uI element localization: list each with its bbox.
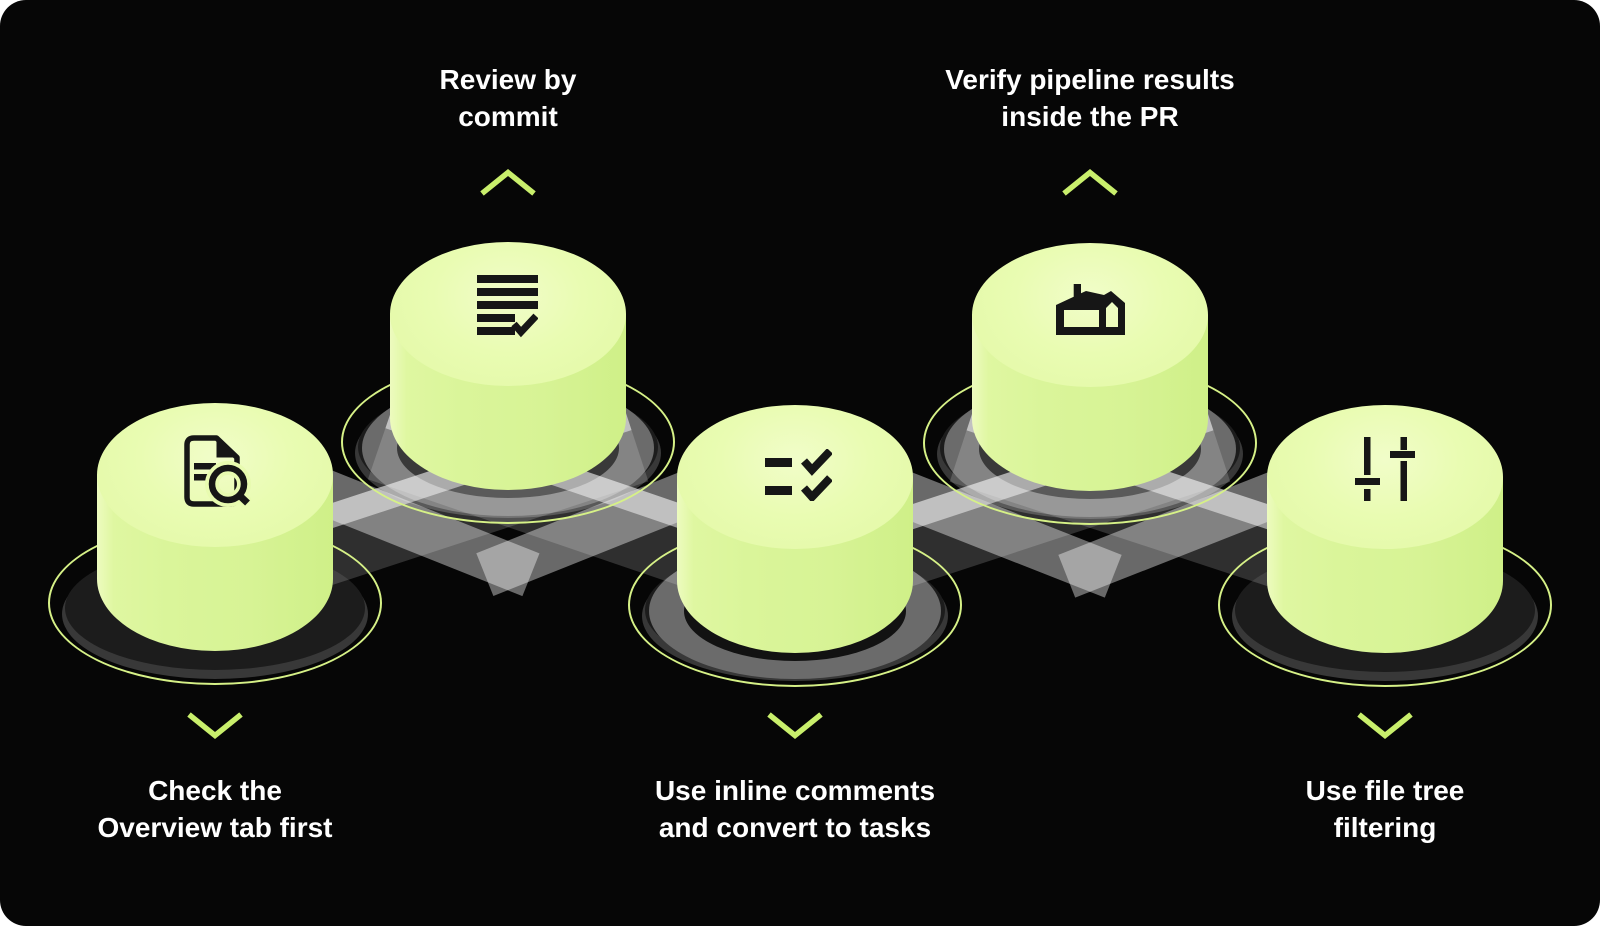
platform-cylinder-top <box>677 405 913 549</box>
step-label-4: Verify pipeline results inside the PR <box>945 61 1234 135</box>
step-label-line: inside the PR <box>1001 101 1179 132</box>
step-label-line: Overview tab first <box>97 812 333 843</box>
chevron-up-icon <box>480 168 536 196</box>
step-label-line: commit <box>458 101 558 132</box>
step-label-3: Use inline comments and convert to tasks <box>655 772 935 846</box>
chevron-down-icon <box>767 712 823 740</box>
document-search-icon <box>184 435 251 507</box>
pipeline-building-icon <box>1056 284 1125 335</box>
step-label-line: Verify pipeline results <box>945 64 1235 95</box>
step-label-line: Review by <box>439 64 577 95</box>
step-label-line: filtering <box>1333 812 1437 843</box>
step-label-line: Use file tree <box>1305 775 1465 806</box>
chevron-up-icon <box>1062 168 1118 196</box>
filter-sliders-icon <box>1355 437 1415 501</box>
chevron-down-icon <box>187 712 243 740</box>
step-label-2: Review by commit <box>440 61 577 135</box>
step-label-1: Check the Overview tab first <box>98 772 333 846</box>
platform-cylinder-top <box>972 243 1208 387</box>
step-label-line: Check the <box>148 775 282 806</box>
step-label-line: Use inline comments <box>654 775 936 806</box>
step-label-5: Use file tree filtering <box>1306 772 1465 846</box>
platform-cylinder-top <box>1267 405 1503 549</box>
chevron-down-icon <box>1357 712 1413 740</box>
tasks-checklist-icon <box>765 449 832 501</box>
step-label-line: and convert to tasks <box>658 812 932 843</box>
commit-list-check-icon <box>477 275 538 338</box>
